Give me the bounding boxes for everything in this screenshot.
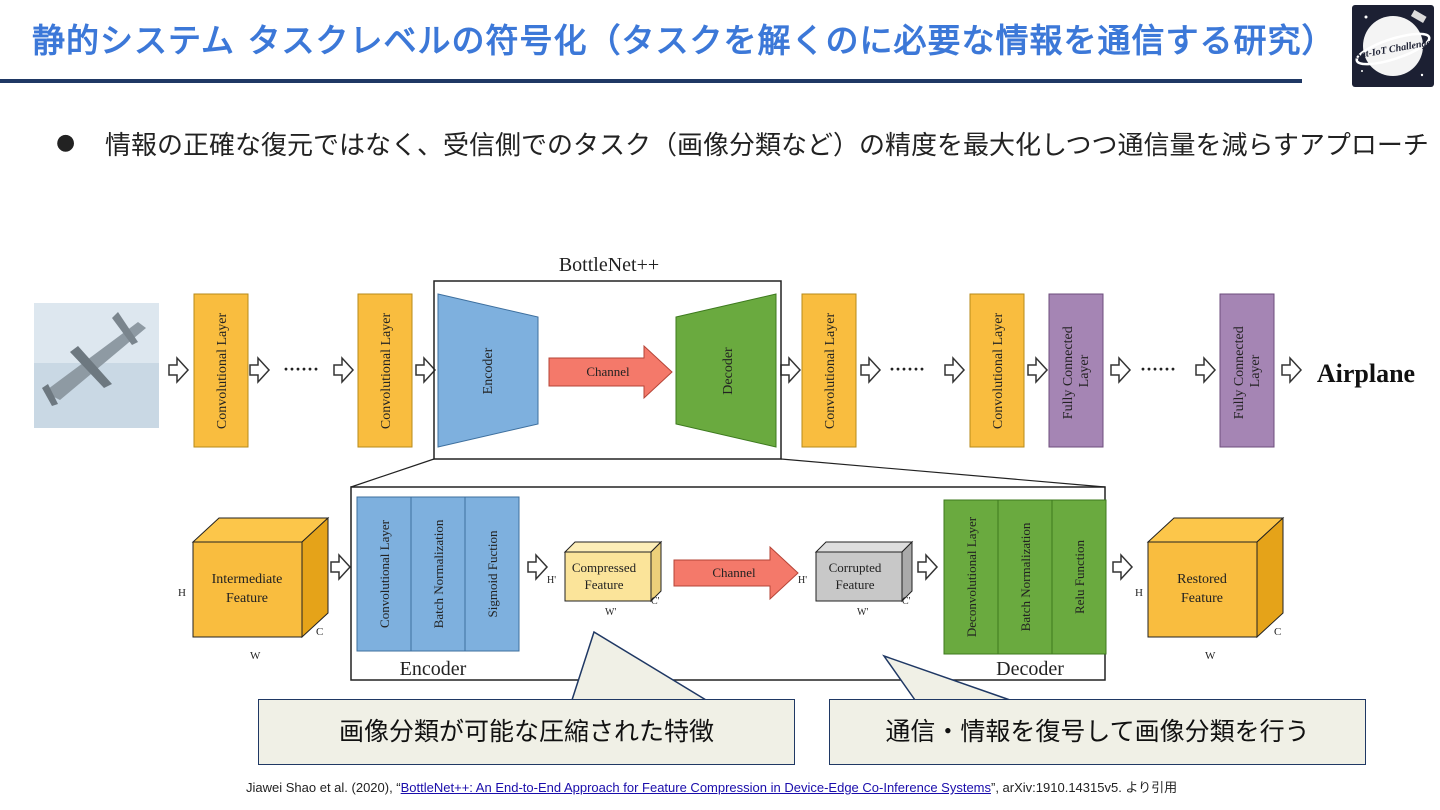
dim-c-prime-2: C' (902, 596, 911, 607)
flow-arrow (1195, 356, 1217, 384)
dim-h-restored: H (1135, 587, 1143, 599)
dim-w-restored: W (1205, 650, 1216, 662)
bullet-marker: ● (56, 130, 76, 155)
flow-arrows (168, 356, 1303, 581)
slide-title: 静的システム タスクレベルの符号化（タスクを解くのに必要な情報を通信する研究） (32, 21, 1336, 60)
encoder-block: Encoder (437, 293, 539, 448)
flow-arrow (944, 356, 966, 384)
flow-arrow (860, 356, 882, 384)
fc-layer-1: Fully Connected Layer (1048, 293, 1104, 448)
bottlenet-title: BottleNet++ (559, 254, 659, 276)
svg-text:Relu Function: Relu Function (1072, 539, 1087, 614)
svg-text:Channel: Channel (586, 364, 630, 379)
dim-c-restored: C (1274, 626, 1281, 638)
zoom-line (350, 458, 435, 488)
flow-arrow (333, 356, 355, 384)
conv-layer-1: Convolutional Layer (193, 293, 249, 448)
encoder-layers: Convolutional Layer Batch Normalization … (356, 496, 520, 652)
svg-text:Batch Normalization: Batch Normalization (1018, 522, 1033, 631)
dim-w: W (250, 650, 261, 662)
svg-text:Convolutional Layer: Convolutional Layer (823, 313, 838, 430)
ellipsis: ······ (1140, 359, 1176, 379)
svg-text:Decoder: Decoder (721, 347, 736, 395)
conv-layer-3: Convolutional Layer (801, 293, 857, 448)
title-rule (0, 79, 1302, 83)
conv-layer-4: Convolutional Layer (969, 293, 1025, 448)
flow-arrow (527, 553, 549, 581)
svg-text:Fully Connected Layer: Fully Connected Layer (1232, 323, 1263, 419)
callout-compressed-feature: 画像分類が可能な圧縮された特徴 (258, 699, 795, 765)
svg-text:Channel: Channel (712, 565, 756, 580)
flow-arrow (415, 356, 437, 384)
ellipsis: ······ (283, 359, 319, 379)
ellipsis: ······ (889, 359, 925, 379)
flow-arrow (780, 356, 802, 384)
dim-h-prime: H' (547, 575, 556, 586)
dim-c-prime: C' (651, 596, 660, 607)
svg-text:Convolutional Layer: Convolutional Layer (379, 313, 394, 430)
svg-text:Convolutional Layer: Convolutional Layer (215, 313, 230, 430)
svg-text:Fully Connected Layer: Fully Connected Layer (1061, 323, 1092, 419)
sat-iot-logo: Sat-IoT Challenge (1352, 5, 1434, 87)
callout-pointer-left (570, 630, 709, 701)
flow-arrow (330, 553, 352, 581)
dim-w-prime: W' (605, 607, 616, 618)
svg-text:Sigmoid Fuction: Sigmoid Fuction (485, 530, 500, 618)
dim-c: C (316, 626, 323, 638)
flow-arrow (917, 553, 939, 581)
airplane-image (34, 303, 159, 428)
citation-suffix: ”, arXiv:1910.14315v5. より引用 (991, 780, 1178, 795)
svg-text:Convolutional Layer: Convolutional Layer (377, 519, 392, 628)
dim-h-prime-2: H' (798, 575, 807, 586)
bullet-text: 情報の正確な復元ではなく、受信側でのタスク（画像分類など）の精度を最大化しつつ通… (105, 131, 1429, 161)
decoder-layers: Deconvolutional Layer Batch Normalizatio… (943, 499, 1107, 655)
callout-pointer-right (882, 654, 1011, 701)
flow-arrow (1027, 356, 1049, 384)
svg-text:Batch Normalization: Batch Normalization (431, 519, 446, 628)
citation-link[interactable]: BottleNet++: An End-to-End Approach for … (400, 780, 991, 795)
svg-text:Convolutional Layer: Convolutional Layer (991, 313, 1006, 430)
flow-arrow (249, 356, 271, 384)
svg-text:Encoder: Encoder (481, 347, 496, 394)
fc-layer-2: Fully Connected Layer (1219, 293, 1275, 448)
flow-arrow (1112, 553, 1134, 581)
callout-decode-classify: 通信・情報を復号して画像分類を行う (829, 699, 1366, 765)
flow-arrow (1110, 356, 1132, 384)
conv-layer-2: Convolutional Layer (357, 293, 413, 448)
svg-text:Deconvolutional Layer: Deconvolutional Layer (964, 516, 979, 637)
channel-arrow-detail: Channel (673, 545, 799, 601)
flow-arrow (1281, 356, 1303, 384)
dim-h: H (178, 587, 186, 599)
zoom-line (780, 458, 1106, 488)
flow-arrow (168, 356, 190, 384)
encoder-caption: Encoder (400, 658, 467, 680)
bottlenet-box (433, 280, 782, 460)
channel-arrow: Channel (548, 344, 673, 400)
citation-prefix: Jiawei Shao et al. (2020), “ (246, 780, 401, 795)
decoder-caption: Decoder (996, 658, 1064, 680)
citation: Jiawei Shao et al. (2020), “BottleNet++:… (246, 777, 1177, 796)
dim-w-prime-2: W' (857, 607, 868, 618)
decoder-block: Decoder (675, 293, 777, 448)
output-label: Airplane (1317, 359, 1415, 388)
